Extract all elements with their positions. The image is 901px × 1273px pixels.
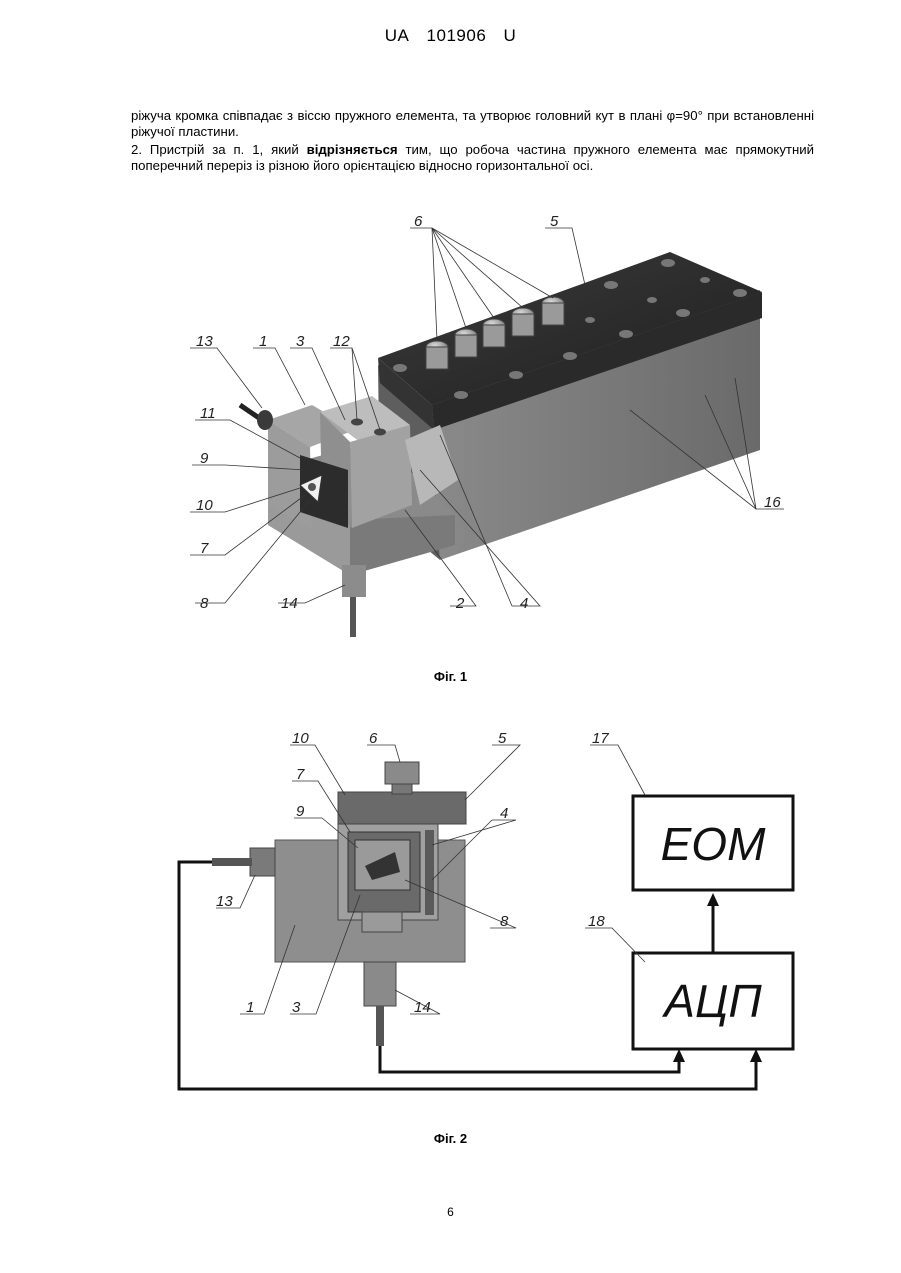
- box-eom-label: ЕОМ: [661, 818, 766, 870]
- fig2-label-17: 17: [592, 730, 609, 747]
- fig2-label-3: 3: [292, 999, 301, 1016]
- cover-plate-5: [338, 792, 466, 824]
- fig2-label-10: 10: [292, 730, 309, 747]
- box-adc-label: АЦП: [661, 975, 762, 1027]
- fig2-label-13: 13: [216, 893, 233, 910]
- fig2-label-14: 14: [414, 999, 431, 1016]
- page-number: 6: [0, 1205, 901, 1219]
- fig2-label-9: 9: [296, 803, 305, 820]
- figure-2-caption: Фіг. 2: [0, 1131, 901, 1146]
- fig2-label-7: 7: [296, 766, 305, 783]
- fig2-label-5: 5: [498, 730, 507, 747]
- fig2-label-1: 1: [246, 999, 254, 1016]
- fig2-label-6: 6: [369, 730, 378, 747]
- fig2-label-18: 18: [588, 913, 605, 930]
- fig2-label-8: 8: [500, 913, 509, 930]
- fig2-label-4: 4: [500, 805, 508, 822]
